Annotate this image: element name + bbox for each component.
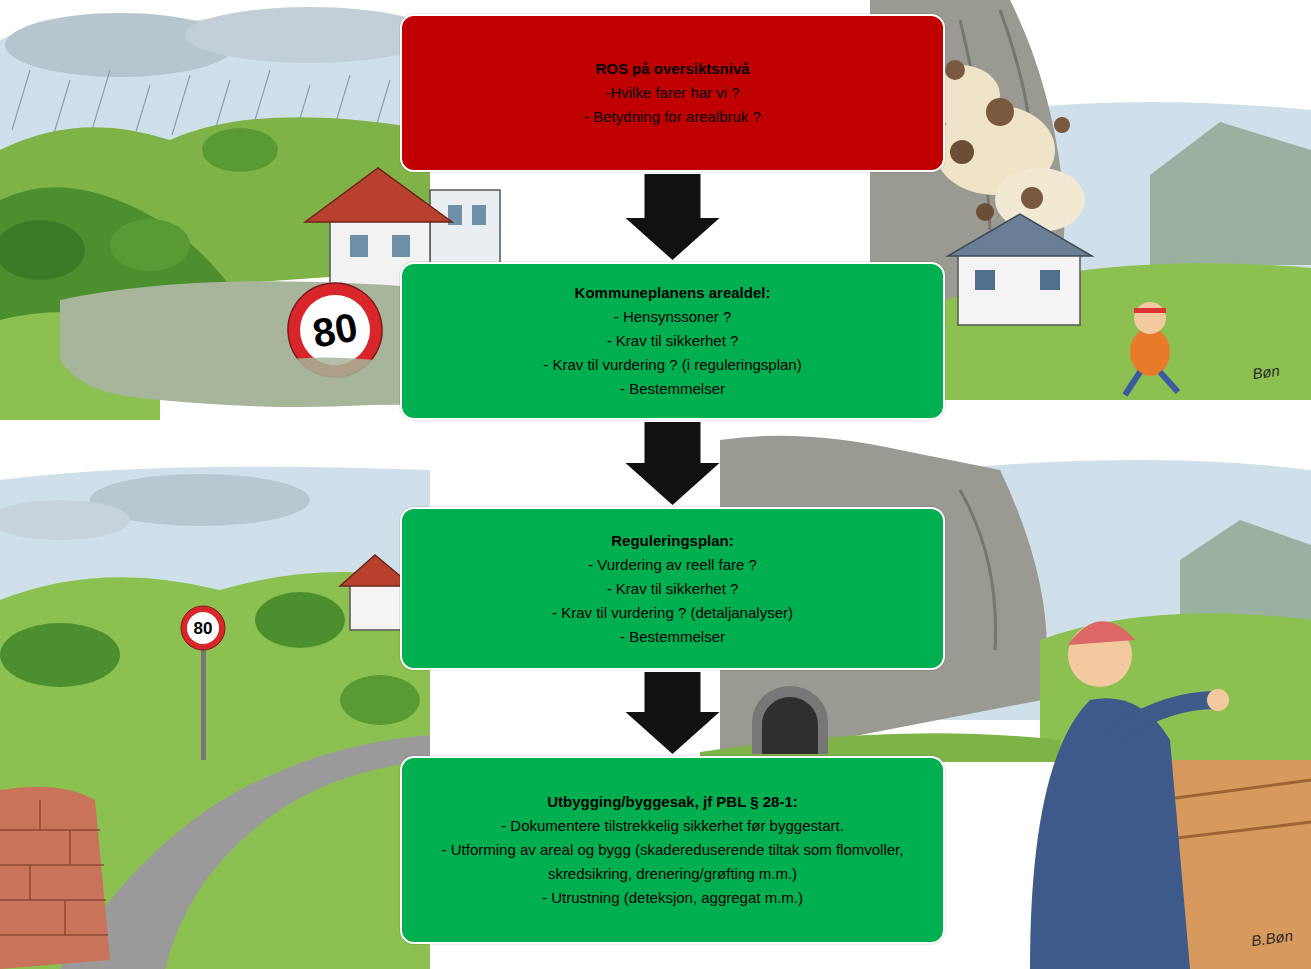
artist-signature: Bøn (1251, 363, 1280, 382)
road-scene-shape (0, 500, 130, 540)
rockfall-scene-shape (975, 270, 995, 290)
rockfall-scene-shape (958, 250, 1080, 325)
tunnel-scene-shape (1207, 689, 1229, 711)
box-heading: ROS på oversiktsnivå (595, 57, 749, 81)
sign-number: 80 (310, 306, 361, 353)
box-item: - Vurdering av reell fare ? (588, 553, 757, 577)
road-scene-shape (0, 787, 110, 969)
box-item: - Hensynssoner ? (614, 305, 732, 329)
rockfall-scene-shape (1134, 308, 1166, 313)
road-scene (0, 467, 430, 969)
tunnel-scene-shape (762, 697, 818, 754)
rockfall-scene-shape (1150, 122, 1311, 265)
road-scene-shape (0, 623, 120, 687)
road-scene-shape (340, 675, 420, 725)
box-heading: Utbygging/byggesak, jf PBL § 28-1: (547, 790, 798, 814)
rockfall-scene-shape (945, 60, 965, 80)
road-scene-shape (60, 735, 430, 969)
box-item: - Bestemmelser (620, 377, 725, 401)
plan-box: Reguleringsplan:- Vurdering av reell far… (400, 507, 945, 670)
box-item: - Krav til vurdering ? (i reguleringspla… (543, 353, 801, 377)
block-arrow (626, 672, 720, 754)
rockfall-scene-shape (948, 214, 1092, 256)
flood-scene-shape (265, 357, 405, 405)
tunnel-scene-shape (752, 686, 828, 754)
rockfall-scene-shape (976, 203, 994, 221)
box-heading: Kommuneplanens arealdel: (575, 281, 771, 305)
road-scene-shape (0, 572, 430, 969)
building-box: Utbygging/byggesak, jf PBL § 28-1:- Doku… (400, 756, 945, 944)
hazard-box: ROS på oversiktsnivå-Hvilke farer har vi… (400, 14, 945, 172)
sign-number: 80 (194, 620, 213, 637)
rockfall-scene-shape (1125, 372, 1178, 395)
flood-scene-shape (202, 128, 278, 172)
box-item: - Utforming av areal og bygg (skaderedus… (416, 838, 929, 886)
block-arrow (626, 422, 720, 505)
road-scene-shape (255, 592, 345, 648)
box-item: - Krav til sikkerhet ? (607, 329, 739, 353)
block-arrow (626, 174, 720, 260)
road-scene-shape (201, 640, 206, 760)
box-item: - Krav til sikkerhet ? (607, 577, 739, 601)
rockfall-scene-shape (1054, 117, 1070, 133)
box-item: - Dokumentere tilstrekkelig sikkerhet fø… (501, 814, 844, 838)
flood-scene-shape (350, 235, 368, 257)
road-scene-shape (187, 612, 219, 644)
box-item: - Betydning for arealbruk ? (584, 105, 761, 129)
tunnel-scene-shape (960, 490, 996, 650)
road-scene-shape (0, 800, 108, 935)
road-scene-shape (181, 606, 225, 650)
flood-scene-shape (110, 219, 190, 271)
box-heading: Reguleringsplan: (611, 529, 734, 553)
box-item: - Utrustning (deteksjon, aggregat m.m.) (542, 886, 803, 910)
rockfall-scene-shape (950, 140, 974, 164)
tunnel-scene-shape (1160, 780, 1311, 840)
plan-box: Kommuneplanens arealdel:- Hensynssoner ?… (400, 262, 945, 420)
box-item: - Krav til vurdering ? (detaljanalyser) (552, 601, 793, 625)
rockfall-scene-shape (1134, 302, 1166, 334)
tunnel-scene-shape (1030, 698, 1190, 969)
tunnel-scene-shape (1120, 700, 1215, 730)
tunnel-scene-shape (1068, 621, 1135, 645)
flood-scene-shape (472, 205, 486, 225)
box-item: - Bestemmelser (620, 625, 725, 649)
box-item: -Hvilke farer har vi ? (605, 81, 739, 105)
rockfall-scene-shape (1040, 270, 1060, 290)
flood-scene-shape (0, 220, 85, 280)
rockfall-scene-shape (1021, 187, 1043, 209)
flood-scene-shape (305, 168, 452, 222)
rockfall-scene-shape (986, 98, 1014, 126)
rockfall-scene-shape (1130, 328, 1170, 376)
flood-scene-shape (185, 7, 435, 63)
artist-signature: B.Bøn (1250, 928, 1293, 949)
flood-scene-shape (392, 235, 410, 257)
